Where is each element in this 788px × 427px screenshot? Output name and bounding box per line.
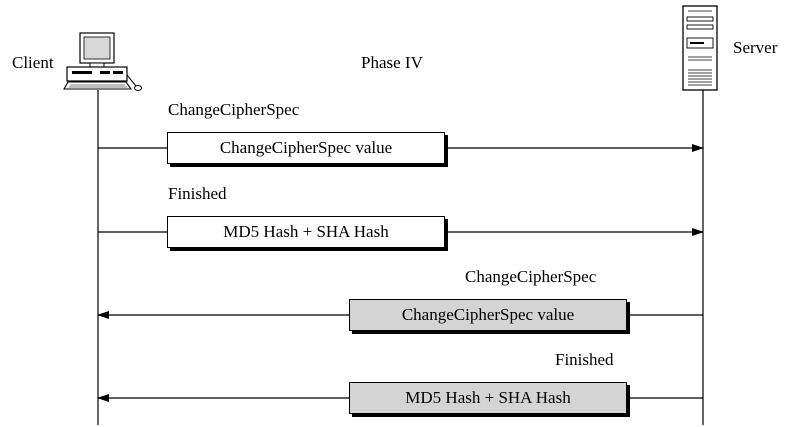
server-label: Server bbox=[733, 38, 778, 57]
client-computer-icon bbox=[63, 32, 142, 91]
message-2-name: Finished bbox=[168, 184, 227, 203]
message-4-name: Finished bbox=[555, 350, 614, 369]
client-label: Client bbox=[12, 53, 54, 72]
message-2-content-box: MD5 Hash + SHA Hash bbox=[167, 216, 445, 248]
message-1-name: ChangeCipherSpec bbox=[168, 100, 300, 119]
message-4-content-box: MD5 Hash + SHA Hash bbox=[349, 382, 627, 414]
message-1-content-box: ChangeCipherSpec value bbox=[167, 132, 445, 164]
message-3-name: ChangeCipherSpec bbox=[465, 267, 597, 286]
server-tower-icon bbox=[682, 5, 718, 91]
phase-title: Phase IV bbox=[361, 53, 423, 72]
message-3-content-box: ChangeCipherSpec value bbox=[349, 299, 627, 331]
